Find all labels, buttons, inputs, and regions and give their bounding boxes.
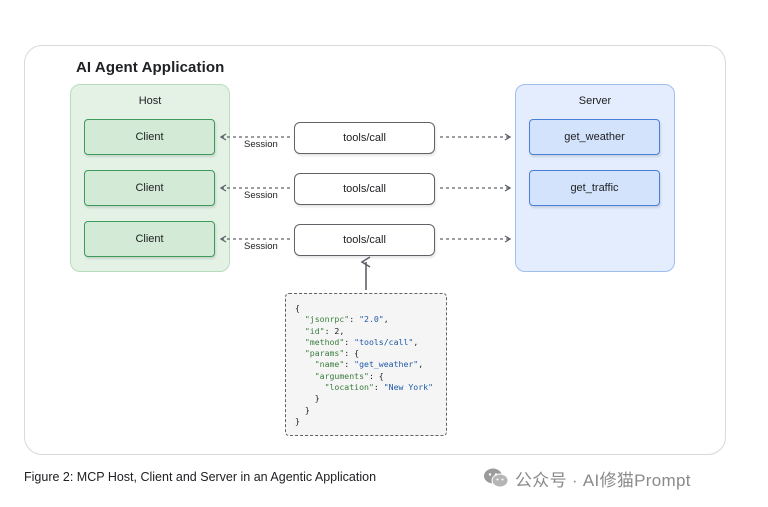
session-label-2: Session	[244, 190, 278, 201]
json-punctuation: }	[304, 404, 310, 415]
json-key: "jsonrpc"	[304, 314, 350, 325]
json-punctuation: ,	[383, 314, 389, 325]
session-label-3: Session	[244, 241, 278, 252]
json-key: "method"	[304, 336, 345, 347]
json-punctuation: :	[344, 336, 355, 347]
figure-caption: Figure 2: MCP Host, Client and Server in…	[24, 470, 377, 484]
watermark: 公众号 · AI修猫Prompt	[483, 464, 691, 492]
json-code-line: "name": "get_weather",	[295, 359, 446, 370]
json-code-line: "jsonrpc": "2.0",	[295, 314, 446, 325]
json-punctuation: }	[314, 393, 320, 404]
diagram-frame	[24, 45, 726, 455]
json-code-line: "arguments": {	[295, 371, 446, 382]
client-box-3: Client	[84, 221, 215, 257]
server-title: Server	[578, 95, 612, 107]
json-key: "location"	[324, 382, 374, 393]
app-title: AI Agent Application	[76, 59, 225, 76]
watermark-text: 公众号 · AI修猫Prompt	[515, 470, 691, 490]
tools-call-box-3: tools/call	[294, 224, 435, 256]
json-request-box: { "jsonrpc": "2.0", "id": 2, "method": "…	[285, 293, 447, 436]
json-key: "arguments"	[314, 370, 369, 381]
json-punctuation: : {	[368, 370, 384, 381]
json-punctuation: {	[295, 303, 300, 313]
host-title: Host	[138, 95, 162, 107]
tools-call-box-2: tools/call	[294, 173, 435, 205]
json-code-line: "id": 2,	[295, 326, 446, 337]
json-punctuation: :	[373, 382, 384, 393]
client-box-2: Client	[84, 170, 215, 206]
json-code-line: "method": "tools/call",	[295, 337, 446, 348]
json-key: "name"	[314, 359, 345, 370]
json-code-line: {	[295, 303, 446, 314]
json-key: "params"	[304, 348, 345, 359]
json-string-value: "get_weather"	[354, 359, 419, 370]
json-punctuation: }	[295, 415, 300, 426]
session-label-1: Session	[244, 139, 278, 150]
client-box-1: Client	[84, 119, 215, 155]
tools-call-box-1: tools/call	[294, 122, 435, 154]
json-code-line: "location": "New York"	[295, 382, 446, 393]
json-key: "id"	[304, 325, 325, 336]
json-string-value: "tools/call"	[354, 336, 414, 347]
json-code-line: "params": {	[295, 348, 446, 359]
json-code-line: }	[295, 405, 446, 416]
json-punctuation: : 2,	[324, 325, 345, 336]
json-string-value: "2.0"	[359, 314, 384, 325]
wechat-icon	[484, 468, 509, 488]
json-punctuation: : {	[344, 348, 360, 359]
json-punctuation: ,	[418, 359, 424, 370]
json-punctuation: :	[349, 314, 360, 325]
tool-get-traffic: get_traffic	[529, 170, 660, 206]
json-code-line: }	[295, 416, 446, 427]
json-punctuation: :	[344, 359, 355, 370]
json-punctuation: ,	[413, 336, 419, 347]
tool-get-weather: get_weather	[529, 119, 660, 155]
json-code-line: }	[295, 393, 446, 404]
json-string-value: "New York"	[383, 382, 434, 393]
